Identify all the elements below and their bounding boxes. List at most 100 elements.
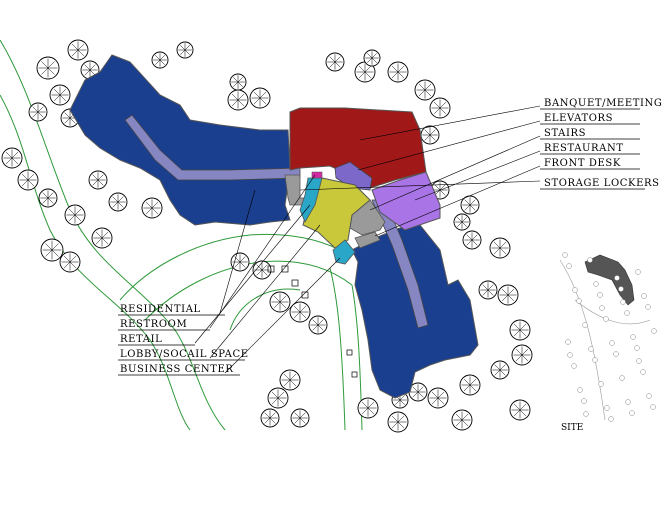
tree-symbol-branches <box>491 239 509 257</box>
site-key-map-tree <box>608 416 614 422</box>
tree-symbol-branches <box>513 346 531 364</box>
tree-symbol-branches <box>61 253 79 271</box>
restroom-area <box>311 171 323 179</box>
tree-symbol-branches <box>429 389 447 407</box>
tree-symbol-branches <box>431 99 449 117</box>
tree-symbol-branches <box>19 171 37 189</box>
tree-symbol-branches <box>410 384 426 400</box>
site-key-map-tree <box>583 411 589 417</box>
tree-symbol-branches <box>356 63 374 81</box>
leader-lines <box>194 105 541 374</box>
tree-symbol-branches <box>462 197 478 213</box>
business-center-area <box>332 239 356 265</box>
legend-label-restroom: RESTROOM <box>120 319 187 330</box>
tree-symbol-branches <box>262 410 278 426</box>
site-key-map-tree <box>576 298 582 304</box>
legend-right: BANQUET/MEETING ELEVATORS STAIRS RESTAUR… <box>540 98 662 190</box>
tree-symbol-branches <box>82 62 98 78</box>
tree-symbol-branches <box>51 86 69 104</box>
tree-symbol-branches <box>511 401 529 419</box>
site-key-map-tree <box>629 410 635 416</box>
tree-symbol-branches <box>229 91 247 109</box>
tree-symbol-branches <box>269 389 287 407</box>
site-key-map-tree <box>650 404 656 410</box>
legend-label-business-center: BUSINESS CENTER <box>120 364 234 375</box>
legend-left: RESIDENTIAL RESTROOM RETAIL LOBBY/SOCAIL… <box>118 304 249 376</box>
tree-symbol-branches <box>422 127 438 143</box>
tree-symbols <box>1 39 533 433</box>
site-key-map: SITE <box>559 252 657 433</box>
site-key-map-building <box>584 254 635 306</box>
tree-symbol-branches <box>291 303 309 321</box>
tree-symbol-branches <box>327 54 343 70</box>
site-key-map-tree <box>598 381 604 387</box>
site-key-map-tree <box>565 339 571 345</box>
site-key-map-tree <box>604 405 610 411</box>
site-key-map-tree <box>581 398 587 404</box>
legend-label-retail: RETAIL <box>120 334 162 345</box>
tree-symbol-branches <box>292 410 308 426</box>
site-key-map-tree <box>571 363 577 369</box>
legend-label-restaurant: RESTAURANT <box>544 143 624 154</box>
tree-symbol-branches <box>461 376 479 394</box>
tree-symbol-branches <box>42 240 62 260</box>
tree-symbol-branches <box>110 194 126 210</box>
tree-symbol-branches <box>281 371 299 389</box>
tree-symbol-branches <box>310 317 326 333</box>
site-key-map-tree <box>619 375 625 381</box>
tree-symbol-branches <box>66 206 84 224</box>
tree-symbol-branches <box>38 58 58 78</box>
site-key-map-tree <box>587 257 593 263</box>
tree-symbol-branches <box>251 89 269 107</box>
tree-symbol-branches <box>453 411 471 429</box>
tree-symbol-branches <box>455 215 469 229</box>
tree-symbol-branches <box>231 75 245 89</box>
site-key-map-tree <box>599 305 605 311</box>
tree-symbol-branches <box>492 362 508 378</box>
residential-wings <box>69 54 479 399</box>
site-key-map-tree <box>645 304 651 310</box>
tree-symbol-branches <box>389 413 407 431</box>
site-key-map-tree <box>613 351 619 357</box>
tree-symbol-branches <box>30 104 46 120</box>
tree-symbol-branches <box>143 199 161 217</box>
tree-symbol-branches <box>499 286 517 304</box>
legend-label-lobby-social-space: LOBBY/SOCAIL SPACE <box>120 349 249 360</box>
tree-symbol-branches <box>90 172 106 188</box>
legend-label-storage-lockers: STORAGE LOCKERS <box>544 178 660 189</box>
tree-symbol-branches <box>62 110 78 126</box>
site-key-map-tree <box>597 292 603 298</box>
residential-west-wing <box>69 54 291 226</box>
site-key-map-tree <box>609 340 615 346</box>
site-key-map-tree <box>618 286 624 292</box>
tree-symbol-branches <box>232 254 248 270</box>
tree-symbol-branches <box>365 51 379 65</box>
tree-symbol-branches <box>464 232 480 248</box>
tree-symbol-branches <box>153 53 167 67</box>
site-key-map-tree <box>582 322 588 328</box>
tree-symbol-branches <box>359 399 377 417</box>
site-key-map-tree <box>603 316 609 322</box>
legend-label-banquet-meeting: BANQUET/MEETING <box>544 98 662 109</box>
site-key-map-tree <box>646 393 652 399</box>
legend-label-elevators: ELEVATORS <box>544 113 613 124</box>
banquet-meeting-area <box>289 107 427 189</box>
tree-symbol-branches <box>40 190 56 206</box>
site-key-map-tree <box>640 369 646 375</box>
tree-symbol-branches <box>93 229 111 247</box>
site-key-map-tree <box>562 252 568 258</box>
tree-symbol-branches <box>178 43 192 57</box>
tree-symbol-branches <box>389 63 407 81</box>
legend-label-residential: RESIDENTIAL <box>120 304 201 315</box>
tree-symbol-branches <box>271 293 289 311</box>
tree-symbol-branches <box>511 321 529 339</box>
site-key-map-trees <box>562 252 657 422</box>
tree-symbol-branches <box>393 393 407 407</box>
site-key-map-tree <box>641 293 647 299</box>
site-key-map-tree <box>634 345 640 351</box>
site-key-map-tree <box>572 287 578 293</box>
site-key-map-tree <box>566 263 572 269</box>
site-key-map-tree <box>625 399 631 405</box>
site-key-map-tree <box>630 334 636 340</box>
